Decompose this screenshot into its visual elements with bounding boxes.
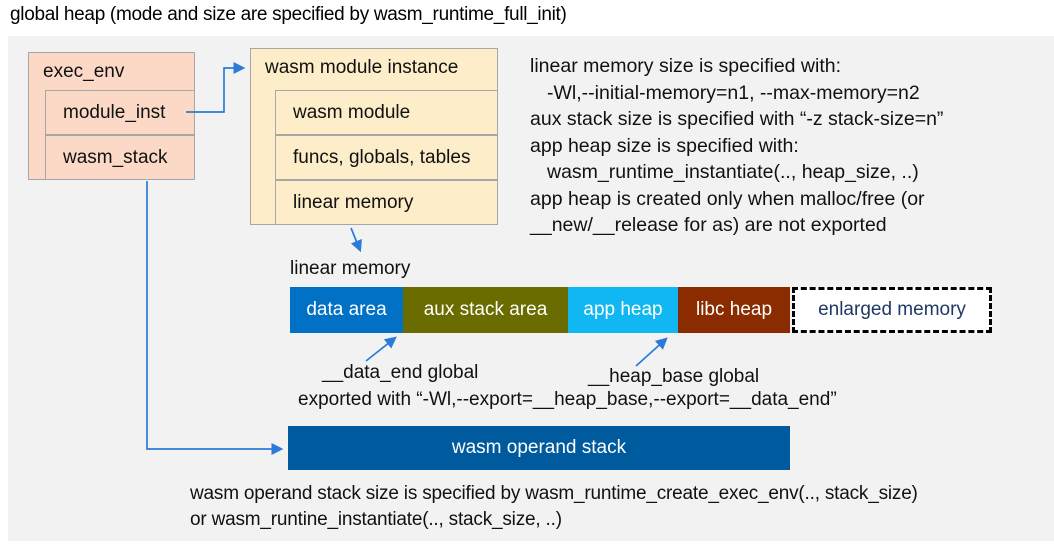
wasm-stack-label: wasm_stack (63, 146, 168, 168)
data-area-segment: data area (290, 287, 403, 333)
aux-stack-area-label: aux stack area (423, 299, 548, 320)
wasm-operand-stack-label: wasm operand stack (451, 437, 627, 458)
linear-memory-row-box: linear memory (275, 180, 498, 225)
module-instance-label: wasm module instance (265, 57, 459, 78)
enlarged-memory-label: enlarged memory (818, 299, 966, 320)
data-area-label: data area (306, 299, 387, 320)
libc-heap-label: libc heap (695, 299, 773, 320)
funcs-globals-tables-box: funcs, globals, tables (275, 135, 498, 180)
info-line: app heap size is specified with: (530, 134, 799, 157)
operand-stack-note-line1: wasm operand stack size is specified by … (190, 483, 918, 504)
module-inst-box: module_inst (45, 90, 195, 135)
libc-heap-segment: libc heap (678, 287, 790, 333)
app-heap-segment: app heap (568, 287, 678, 333)
wasm-module-box: wasm module (275, 90, 498, 135)
app-heap-label: app heap (583, 299, 663, 320)
info-line: -Wl,--initial-memory=n1, --max-memory=n2 (547, 81, 920, 104)
wasm-stack-box: wasm_stack (45, 135, 195, 180)
operand-stack-note: wasm operand stack size is specified by … (190, 481, 918, 533)
info-text-block: linear memory size is specified with: -W… (530, 53, 943, 239)
info-line: aux stack size is specified with “-z sta… (530, 108, 944, 130)
operand-stack-note-line2: or wasm_runtine_instantiate(.., stack_si… (190, 509, 562, 530)
linear-memory-row-label: linear memory (293, 191, 414, 213)
page-title: global heap (mode and size are specified… (10, 4, 567, 25)
wasm-module-label: wasm module (293, 101, 411, 123)
exec-env-label: exec_env (43, 61, 125, 82)
heap-base-global-label: __heap_base global (588, 366, 760, 387)
data-end-global-label: __data_end global (322, 362, 479, 383)
aux-stack-area-segment: aux stack area (403, 287, 568, 333)
export-note: exported with “-Wl,--export=__heap_base,… (298, 389, 837, 410)
info-line: wasm_runtime_instantiate(.., heap_size, … (547, 161, 919, 183)
info-line: app heap is created only when malloc/fre… (530, 187, 925, 210)
enlarged-memory-segment: enlarged memory (792, 287, 992, 333)
info-line: linear memory size is specified with: (530, 55, 842, 77)
wasm-operand-stack-box: wasm operand stack (288, 426, 790, 470)
funcs-globals-tables-label: funcs, globals, tables (293, 146, 471, 168)
linear-memory-label: linear memory (290, 258, 411, 279)
info-line: __new/__release for as) are not exported (530, 214, 887, 236)
module-inst-label: module_inst (63, 101, 166, 123)
